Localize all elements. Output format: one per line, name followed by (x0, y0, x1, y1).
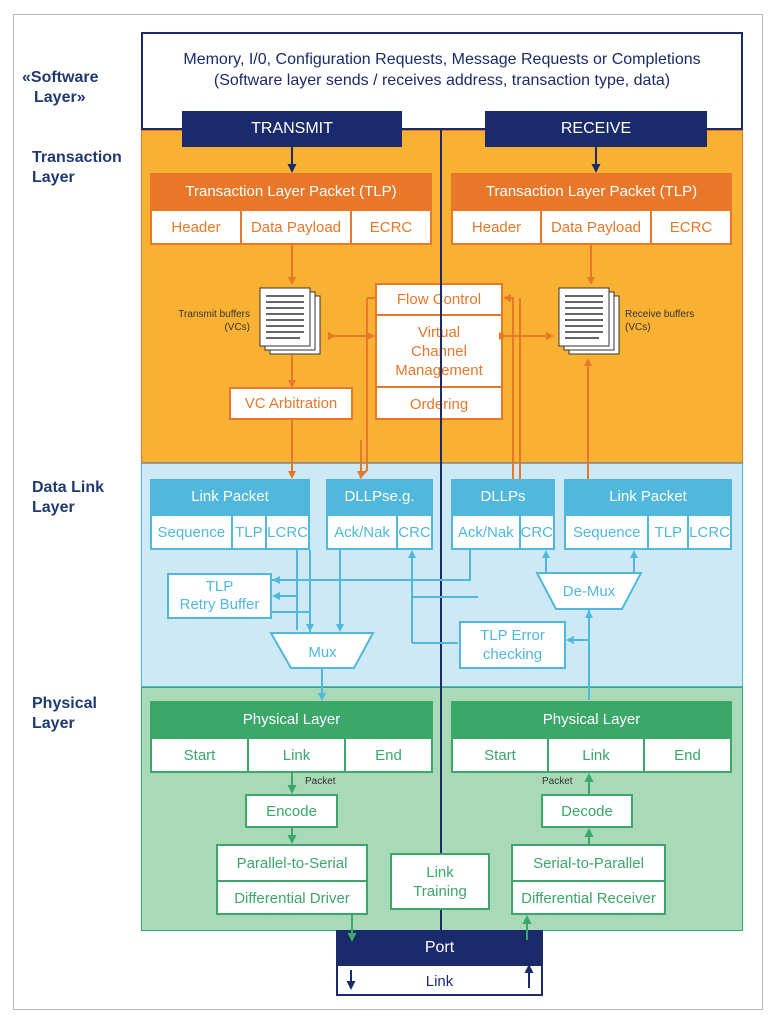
crc-field: CRC (520, 523, 554, 541)
tlp-field: TLP (649, 516, 690, 548)
encode-box: Encode (245, 794, 338, 828)
demux-label: De-Mux (562, 582, 616, 600)
tlp-header-field: Header (453, 211, 542, 243)
serial-to-parallel: Serial-to-Parallel (513, 846, 664, 882)
flow-control: Flow Control (377, 285, 501, 316)
software-description-line1: Memory, I/0, Configuration Requests, Mes… (183, 51, 701, 68)
rx-link-packet-fields: Sequence TLP LCRC (564, 514, 732, 550)
tx-link-packet-title: Link Packet (150, 479, 310, 514)
transmit-header: TRANSMIT (182, 111, 402, 147)
tlp-ecrc-field: ECRC (669, 218, 713, 236)
rx-physical-title: Physical Layer (451, 701, 732, 737)
ack-nak-field: Ack/Nak (453, 516, 521, 548)
start-field: Start (152, 739, 249, 771)
rx-dllp-fields: Ack/Nak CRC (451, 514, 555, 550)
tx-dllp-title: DLLPse.g. (326, 479, 433, 514)
rx-packet-label: Packet (542, 776, 573, 787)
mux-label: Mux (308, 643, 337, 661)
link-field: Link (549, 739, 645, 771)
end-field: End (375, 746, 402, 764)
tx-tlp-title: Transaction Layer Packet (TLP) (150, 173, 432, 209)
end-field: End (674, 746, 701, 764)
rx-tlp-title: Transaction Layer Packet (TLP) (451, 173, 732, 209)
ack-nak-field: Ack/Nak (328, 516, 398, 548)
sequence-field: Sequence (152, 516, 233, 548)
decode-box: Decode (541, 794, 633, 828)
tlp-field: TLP (233, 516, 268, 548)
tx-physical-title: Physical Layer (150, 701, 433, 737)
tx-tlp-fields: Header Data Payload ECRC (150, 209, 432, 245)
receive-header: RECEIVE (485, 111, 707, 147)
software-description-line2: (Software layer sends / receives address… (213, 72, 671, 89)
tx-serializer-stack: Parallel-to-Serial Differential Driver (216, 844, 368, 915)
rx-physical-fields: Start Link End (451, 737, 732, 773)
rx-tlp-fields: Header Data Payload ECRC (451, 209, 732, 245)
differential-driver: Differential Driver (234, 890, 350, 907)
rx-link-packet-title: Link Packet (564, 479, 732, 514)
ordering: Ordering (409, 395, 469, 413)
demux-shape (535, 572, 643, 610)
tx-link-packet-fields: Sequence TLP LCRC (150, 514, 310, 550)
transmit-buffers-label: Transmit buffers(VCs) (178, 309, 250, 333)
tlp-data-payload-field: Data Payload (242, 211, 352, 243)
port-header: Port (336, 930, 543, 966)
link-training-box (390, 853, 490, 910)
differential-receiver: Differential Receiver (521, 890, 656, 907)
start-field: Start (453, 739, 549, 771)
tx-dllp-fields: Ack/Nak CRC (326, 514, 433, 550)
rx-deserializer-stack: Serial-to-Parallel Differential Receiver (511, 844, 666, 915)
vc-arbitration-box: VC Arbitration (229, 387, 353, 420)
link-label: Link (425, 972, 454, 990)
outer-frame (13, 14, 763, 1010)
lcrc-field: LCRC (267, 523, 308, 541)
link-field: Link (249, 739, 346, 771)
tlp-data-payload-field: Data Payload (542, 211, 652, 243)
lcrc-field: LCRC (689, 523, 730, 541)
sequence-field: Sequence (566, 516, 650, 548)
receive-buffers-label: Receive buffers(VCs) (625, 309, 695, 333)
parallel-to-serial: Parallel-to-Serial (218, 846, 366, 882)
tlp-ecrc-field: ECRC (369, 218, 413, 236)
rx-dllp-title: DLLPs (451, 479, 555, 514)
tlp-header-field: Header (152, 211, 242, 243)
transmit-buffer-icon (259, 287, 321, 355)
receive-buffer-icon (558, 287, 620, 355)
tx-physical-fields: Start Link End (150, 737, 433, 773)
tx-packet-label: Packet (305, 776, 336, 787)
crc-field: CRC (398, 523, 431, 541)
mux-shape (269, 632, 375, 669)
